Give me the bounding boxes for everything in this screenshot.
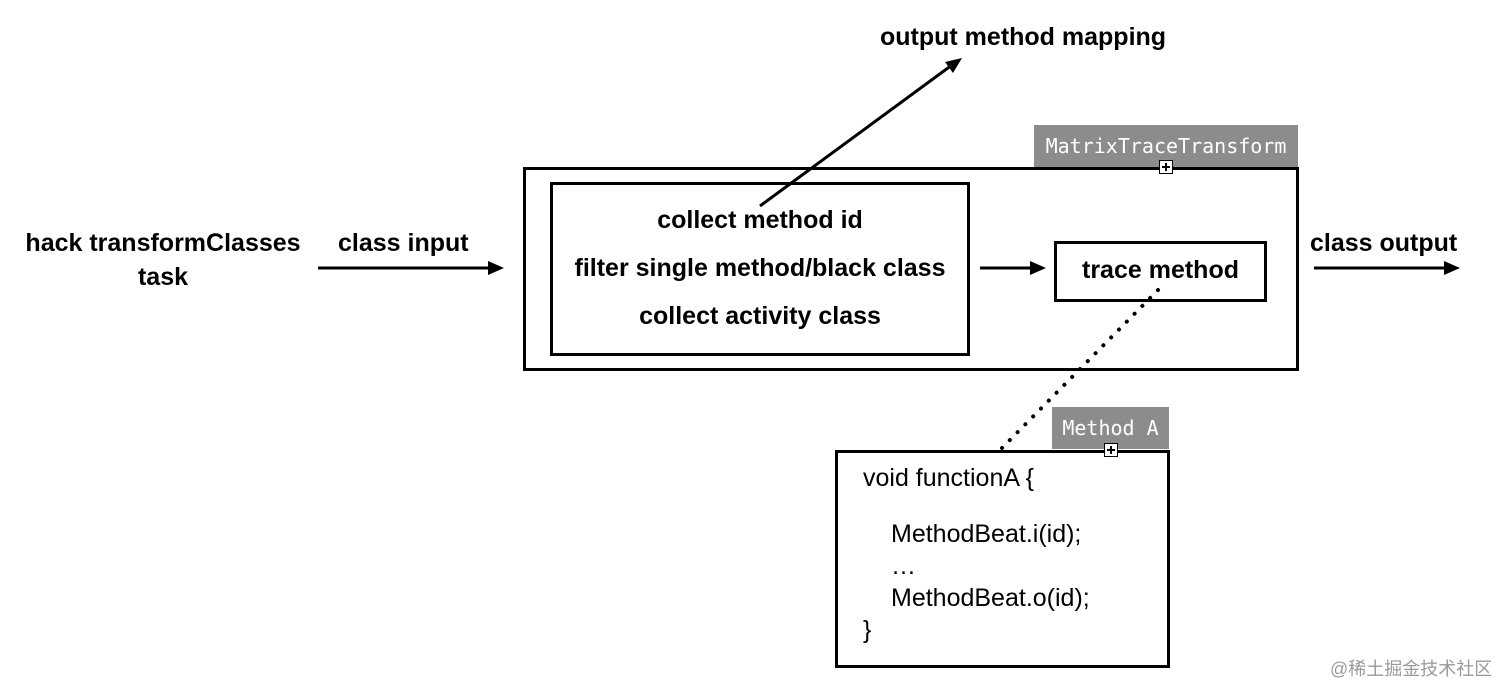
method-a-code: void functionA { MethodBeat.i(id); … Met… (863, 462, 1163, 646)
collect-box-text: collect method id filter single method/b… (553, 198, 967, 342)
method-a-expand-icon[interactable] (1104, 443, 1118, 457)
code-line-blank (863, 494, 1163, 518)
code-line-signature: void functionA { (863, 464, 1034, 492)
collect-method-id: collect method id (657, 206, 863, 234)
code-line-beat-in: MethodBeat.i(id); (891, 520, 1082, 548)
output-mapping-label: output method mapping (880, 23, 1167, 51)
code-line-ellipsis: … (891, 552, 916, 580)
input-arrow (318, 261, 504, 275)
task-label-line2: task (137, 263, 189, 291)
code-line-close: } (863, 616, 872, 644)
output-arrow (1314, 261, 1460, 275)
trace-method-label: trace method (1082, 256, 1239, 284)
task-label-line1: hack transformClasses (25, 229, 301, 257)
task-label: hack transformClasses task (8, 226, 318, 294)
trace-method-box (1054, 241, 1267, 302)
code-line-beat-out: MethodBeat.o(id); (891, 584, 1090, 612)
collect-activity-class: collect activity class (639, 302, 881, 330)
watermark: @稀土掘金技术社区 (1330, 659, 1493, 679)
filter-single-method: filter single method/black class (574, 254, 946, 282)
class-output-label: class output (1310, 229, 1458, 257)
class-input-label: class input (338, 229, 469, 257)
method-a-box (835, 450, 1170, 668)
transform-expand-icon[interactable] (1159, 160, 1173, 174)
